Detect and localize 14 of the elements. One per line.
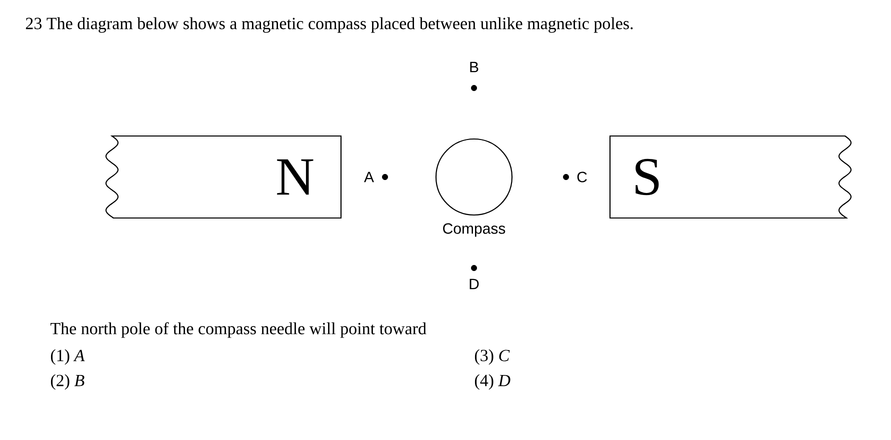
question-heading: 23 The diagram below shows a magnetic compass placed between unlike magnetic poles. [26, 17, 633, 33]
labeled-point: B [470, 62, 478, 91]
answer-choice: (1) A [50, 349, 85, 365]
labeled-point: A [364, 172, 388, 182]
compass-circle [435, 138, 513, 216]
bar-magnet: S [609, 135, 852, 219]
answer-choice: (2) B [50, 374, 84, 390]
answer-choice: (3) C [474, 349, 510, 365]
labeled-point: D [470, 265, 479, 290]
bar-magnet: N [105, 135, 342, 219]
question-text: The north pole of the compass needle will point toward [50, 322, 426, 338]
labeled-point: C [563, 172, 587, 182]
answer-choice: (4) D [474, 374, 510, 390]
compass-label: Compass [443, 223, 506, 237]
